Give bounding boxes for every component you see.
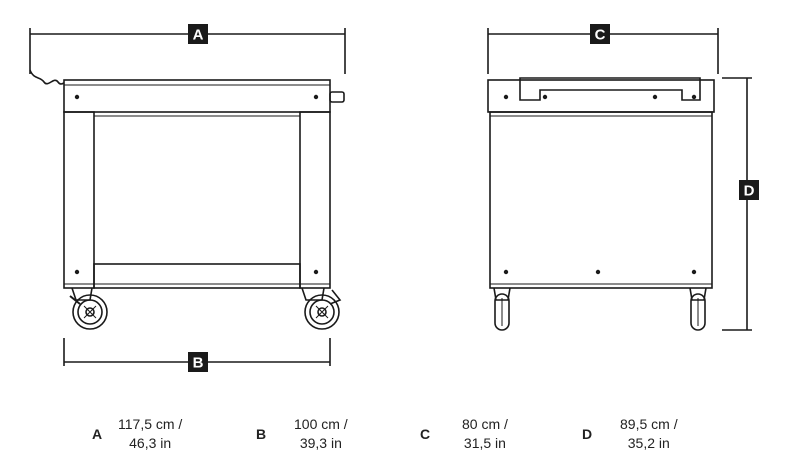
- svg-text:B: B: [193, 355, 204, 372]
- svg-text:C: C: [595, 27, 606, 44]
- legend-metric-b: 100 cm /: [294, 416, 348, 432]
- front-body: [489, 111, 713, 289]
- front-right-caster: [689, 287, 707, 331]
- label-b: B: [188, 352, 208, 372]
- front-top-tray: [519, 77, 701, 101]
- side-handle-stub: [329, 91, 345, 103]
- label-a: A: [188, 24, 208, 44]
- legend-imperial-b: 39,3 in: [299, 435, 342, 451]
- front-top-frame: [487, 79, 715, 113]
- front-left-caster: [493, 287, 511, 331]
- legend-key-b: B: [256, 426, 267, 442]
- legend-value-a: 117,5 cm / 46,3 in: [118, 415, 182, 453]
- legend-imperial-a: 46,3 in: [129, 435, 172, 451]
- legend-value-d: 89,5 cm / 35,2 in: [620, 415, 678, 453]
- side-bolts: [74, 94, 319, 275]
- legend-value-b: 100 cm / 39,3 in: [294, 415, 348, 453]
- power-cable: [29, 69, 65, 85]
- side-right-leg: [299, 111, 331, 289]
- dimension-line-a: [29, 28, 346, 74]
- front-bolts: [503, 94, 697, 275]
- legend-a: A 117,5 cm / 46,3 in: [92, 414, 182, 454]
- legend-metric-a: 117,5 cm /: [118, 416, 183, 432]
- legend-metric-d: 89,5 cm /: [620, 416, 678, 432]
- legend-imperial-c: 31,5 in: [463, 435, 506, 451]
- label-d: D: [739, 180, 759, 200]
- side-view: [29, 28, 346, 366]
- svg-text:D: D: [744, 183, 755, 200]
- legend-value-c: 80 cm / 31,5 in: [462, 415, 508, 453]
- dimension-line-d: [722, 77, 752, 331]
- label-c: C: [590, 24, 610, 44]
- legend-imperial-d: 35,2 in: [627, 435, 670, 451]
- front-view: [487, 28, 752, 331]
- side-left-caster: [69, 287, 108, 330]
- side-lower-rail: [93, 263, 301, 289]
- legend-c: C 80 cm / 31,5 in: [420, 414, 508, 454]
- legend-metric-c: 80 cm /: [462, 416, 508, 432]
- legend-b: B 100 cm / 39,3 in: [256, 414, 348, 454]
- legend-d: D 89,5 cm / 35,2 in: [582, 414, 678, 454]
- side-right-caster: [301, 287, 342, 330]
- legend-key-a: A: [92, 426, 103, 442]
- side-left-leg: [63, 111, 95, 289]
- svg-text:A: A: [193, 27, 204, 44]
- legend-key-d: D: [582, 426, 593, 442]
- legend-key-c: C: [420, 426, 431, 442]
